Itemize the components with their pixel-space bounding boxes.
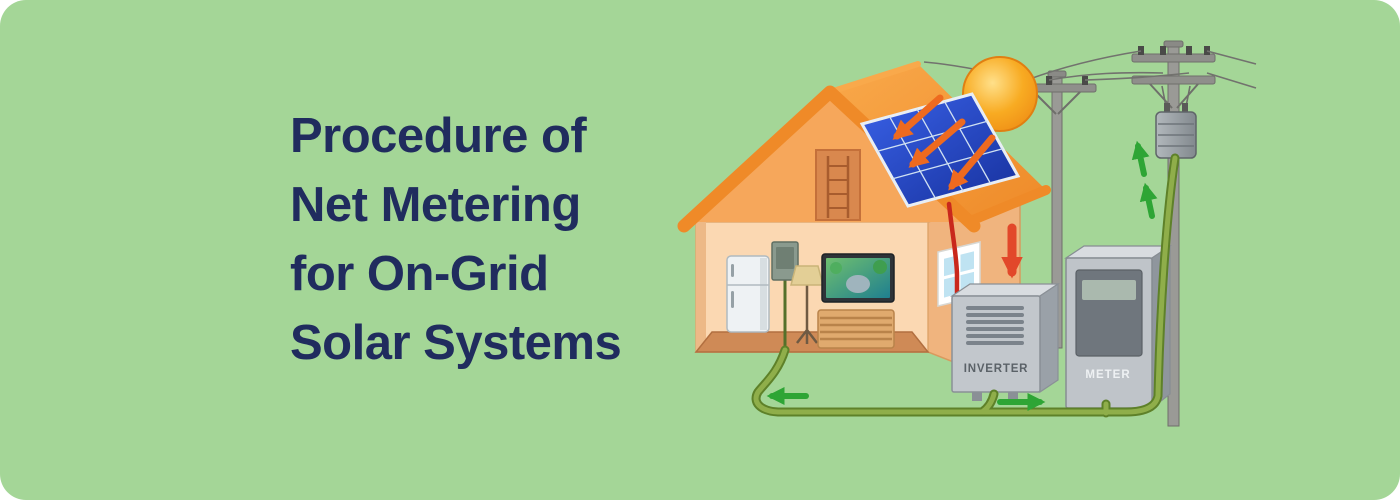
title-line-2: Net Metering	[290, 178, 581, 232]
sunlight-arrows	[892, 94, 996, 191]
refrigerator	[726, 255, 770, 333]
flow-arrow-up-pole-1	[1139, 182, 1158, 219]
ac-cables	[751, 153, 1180, 418]
house-interior	[694, 221, 930, 353]
inverter-box: INVERTER	[950, 282, 1060, 401]
attic-door	[815, 149, 861, 221]
meter-label: METER	[1085, 369, 1130, 381]
title-line-4: Solar Systems	[290, 316, 622, 370]
title-line-3: for On-Grid	[290, 247, 549, 301]
tv	[821, 253, 895, 303]
energy-flow-arrows	[766, 140, 1158, 411]
dc-cable	[946, 201, 960, 301]
radiator	[817, 309, 895, 349]
flow-arrow-up-pole-2	[1131, 140, 1150, 177]
floor-lamp	[790, 265, 824, 344]
breaker-box	[771, 241, 799, 351]
title-line-1: Procedure of	[290, 109, 587, 163]
inverter-label: INVERTER	[964, 363, 1029, 375]
page-title: Procedure of Net Metering for On-Grid So…	[290, 102, 622, 378]
transformer	[1155, 85, 1197, 159]
